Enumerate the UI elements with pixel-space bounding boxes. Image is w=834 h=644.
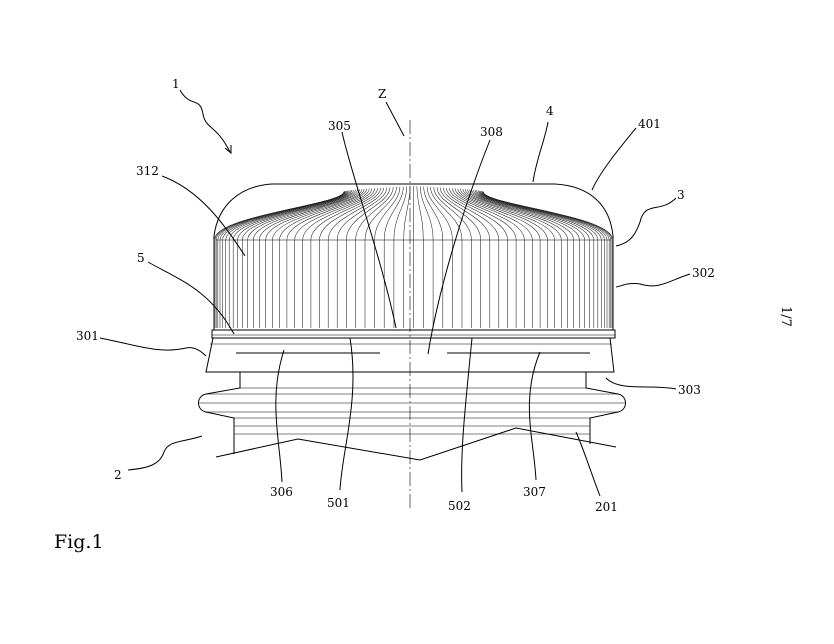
crown-rib: [469, 189, 574, 241]
figure-caption: Fig.1: [54, 531, 104, 553]
crown-rib: [247, 189, 356, 241]
crown-rib: [215, 191, 345, 241]
crown-rib: [473, 189, 585, 241]
sheet-number: 1/7: [778, 306, 793, 327]
crown-rib: [433, 187, 472, 241]
crown-rib: [467, 189, 568, 241]
crown-rib: [460, 188, 548, 241]
leader-502: [461, 337, 473, 493]
leader-4: [532, 121, 549, 183]
knurl-ribs: [213, 186, 614, 328]
crown-rib: [232, 190, 351, 241]
label-201: 201: [595, 500, 618, 514]
neck-finish-outline: [198, 372, 626, 454]
crown-rib: [302, 188, 375, 241]
crown-rib: [355, 187, 394, 241]
tamper-skirt-outline: [205, 337, 615, 373]
label-312: 312: [136, 164, 159, 178]
label-501: 501: [327, 496, 350, 510]
crown-rib: [477, 190, 599, 241]
leader-307: [528, 351, 541, 481]
label-306: 306: [270, 485, 293, 499]
crown-rib: [452, 188, 525, 241]
crown-rib: [464, 189, 562, 241]
crown-rib: [242, 189, 354, 241]
leader-303: [605, 377, 677, 390]
crown-rib: [265, 189, 363, 241]
crown-rib: [374, 186, 401, 241]
label-2: 2: [114, 468, 122, 482]
crown-rib: [237, 190, 353, 241]
label-Z: Z: [378, 87, 386, 101]
leader-301: [99, 337, 207, 357]
leader-1: [179, 89, 231, 153]
leader-305: [341, 131, 397, 329]
crown-rib: [449, 188, 517, 241]
crown-rib: [286, 188, 370, 241]
crown-rib: [336, 187, 388, 241]
label-401: 401: [638, 117, 661, 131]
crown-rib: [462, 188, 555, 241]
crown-rib: [482, 191, 612, 241]
leader-3: [615, 197, 677, 247]
crown-rib: [416, 186, 424, 241]
tamper-band-strip: [211, 329, 616, 339]
leader-2: [127, 435, 203, 471]
crown-rib: [319, 187, 381, 241]
cap-crown-outline: [213, 183, 614, 237]
leader-201: [575, 431, 601, 497]
crown-rib: [253, 189, 358, 241]
leader-1-arrow: [224, 145, 232, 155]
crown-rib: [443, 187, 500, 241]
leader-302: [615, 273, 691, 288]
crown-rib: [430, 186, 463, 241]
crown-rib: [403, 186, 411, 241]
crown-rib: [436, 187, 481, 241]
crown-rib: [383, 186, 404, 241]
leader-401: [591, 127, 637, 191]
crown-rib: [346, 187, 391, 241]
crown-rib: [423, 186, 444, 241]
label-301: 301: [76, 329, 99, 343]
break-line: [215, 427, 617, 461]
crown-rib: [259, 189, 360, 241]
crown-rib: [457, 188, 541, 241]
label-307: 307: [523, 485, 546, 499]
label-5: 5: [137, 251, 145, 265]
crown-rib: [393, 186, 407, 241]
label-308: 308: [480, 125, 503, 139]
leader-501: [339, 337, 354, 491]
leader-Z: [385, 101, 405, 137]
crown-rib: [471, 189, 580, 241]
label-1: 1: [172, 77, 180, 91]
label-502: 502: [448, 499, 471, 513]
crown-rib: [272, 188, 365, 241]
crown-rib: [420, 186, 434, 241]
label-305: 305: [328, 119, 351, 133]
crown-rib: [279, 188, 367, 241]
crown-rib: [476, 190, 595, 241]
crown-rib: [446, 187, 508, 241]
crown-rib: [454, 188, 533, 241]
crown-rib: [228, 190, 350, 241]
crown-rib: [364, 186, 397, 241]
leader-312: [161, 175, 246, 257]
label-303: 303: [678, 383, 701, 397]
crown-rib: [310, 188, 378, 241]
leader-308: [427, 139, 491, 355]
crown-rib: [327, 187, 384, 241]
crown-rib: [294, 188, 373, 241]
label-3: 3: [677, 188, 685, 202]
label-302: 302: [692, 266, 715, 280]
leader-306: [275, 349, 285, 483]
crown-rib: [474, 190, 590, 241]
crown-rib: [426, 186, 453, 241]
label-4: 4: [546, 104, 554, 118]
leader-5: [147, 261, 235, 335]
